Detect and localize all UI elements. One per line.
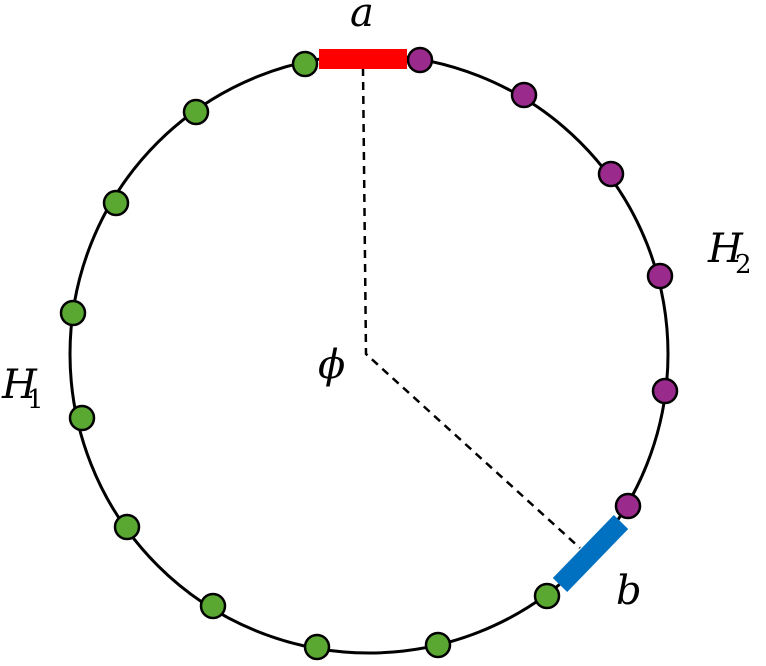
label-h1: H — [1, 362, 38, 408]
h1-node — [102, 189, 130, 217]
node-group — [59, 46, 679, 661]
bar-b — [552, 515, 629, 592]
h1-node — [291, 50, 319, 78]
label-b: b — [616, 568, 642, 614]
label-phi: ϕ — [318, 342, 345, 388]
h1-node — [182, 98, 210, 126]
h2-node — [651, 377, 679, 405]
label-h1-sub: 1 — [27, 385, 44, 415]
label-h2: H — [707, 226, 744, 272]
h1-node — [533, 582, 561, 610]
h2-node — [510, 81, 538, 109]
label-a: a — [350, 0, 374, 36]
dashed-radius — [361, 67, 581, 549]
h2-node — [646, 262, 674, 290]
h1-node — [68, 404, 96, 432]
h1-node — [199, 592, 227, 620]
h2-node — [597, 160, 625, 188]
h1-node — [424, 631, 452, 659]
h1-node — [113, 513, 141, 541]
h2-node — [614, 492, 642, 520]
h1-node — [303, 633, 331, 661]
h2-node — [406, 46, 434, 74]
label-h2-sub: 2 — [735, 250, 752, 280]
h1-node — [59, 299, 87, 327]
